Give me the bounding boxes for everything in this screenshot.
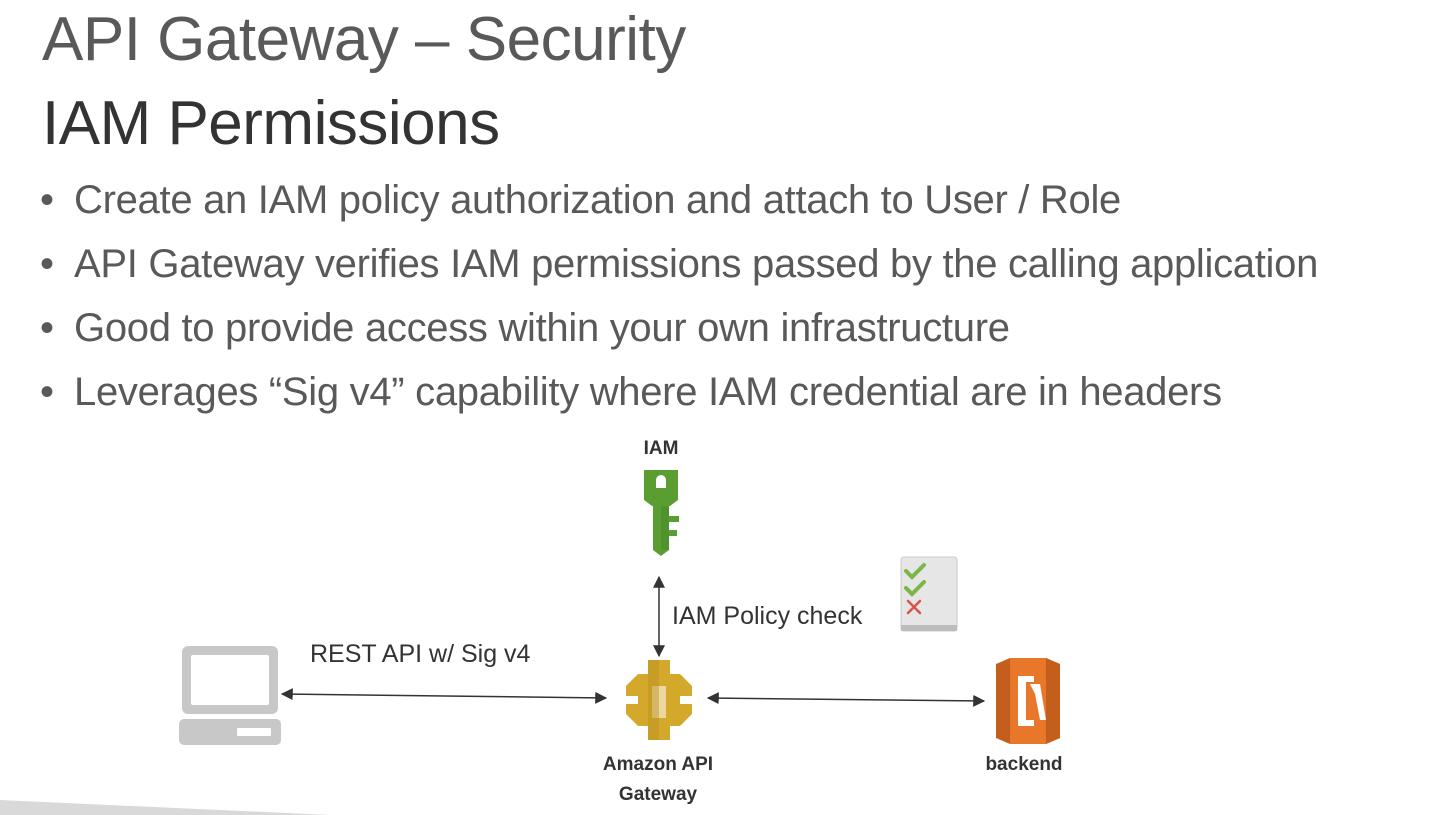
api-gateway-icon — [626, 660, 692, 740]
api-gateway-label-line2: Gateway — [619, 784, 698, 805]
bullet-item: Leverages “Sig v4” capability where IAM … — [40, 360, 1318, 424]
policy-checklist-icon — [900, 556, 958, 632]
lambda-icon — [996, 658, 1060, 744]
iam-label: IAM — [644, 438, 679, 459]
edge-label-rest-api: REST API w/ Sig v4 — [310, 640, 531, 668]
corner-decoration — [0, 800, 330, 815]
bullet-item: Create an IAM policy authorization and a… — [40, 168, 1318, 232]
api-gateway-label-line1: Amazon API — [603, 754, 713, 775]
bullet-list: Create an IAM policy authorization and a… — [40, 168, 1318, 424]
edge-client-gateway — [280, 688, 608, 704]
slide-subtitle: IAM Permissions — [42, 89, 500, 158]
edge-gateway-backend — [706, 692, 986, 707]
bullet-item: Good to provide access within your own i… — [40, 296, 1318, 360]
backend-label: backend — [985, 754, 1062, 775]
edge-label-policy-check: IAM Policy check — [672, 602, 863, 630]
slide-title: API Gateway – Security — [42, 5, 686, 74]
iam-key-icon — [644, 470, 679, 556]
bullet-item: API Gateway verifies IAM permissions pas… — [40, 232, 1318, 296]
laptop-icon — [179, 646, 281, 745]
